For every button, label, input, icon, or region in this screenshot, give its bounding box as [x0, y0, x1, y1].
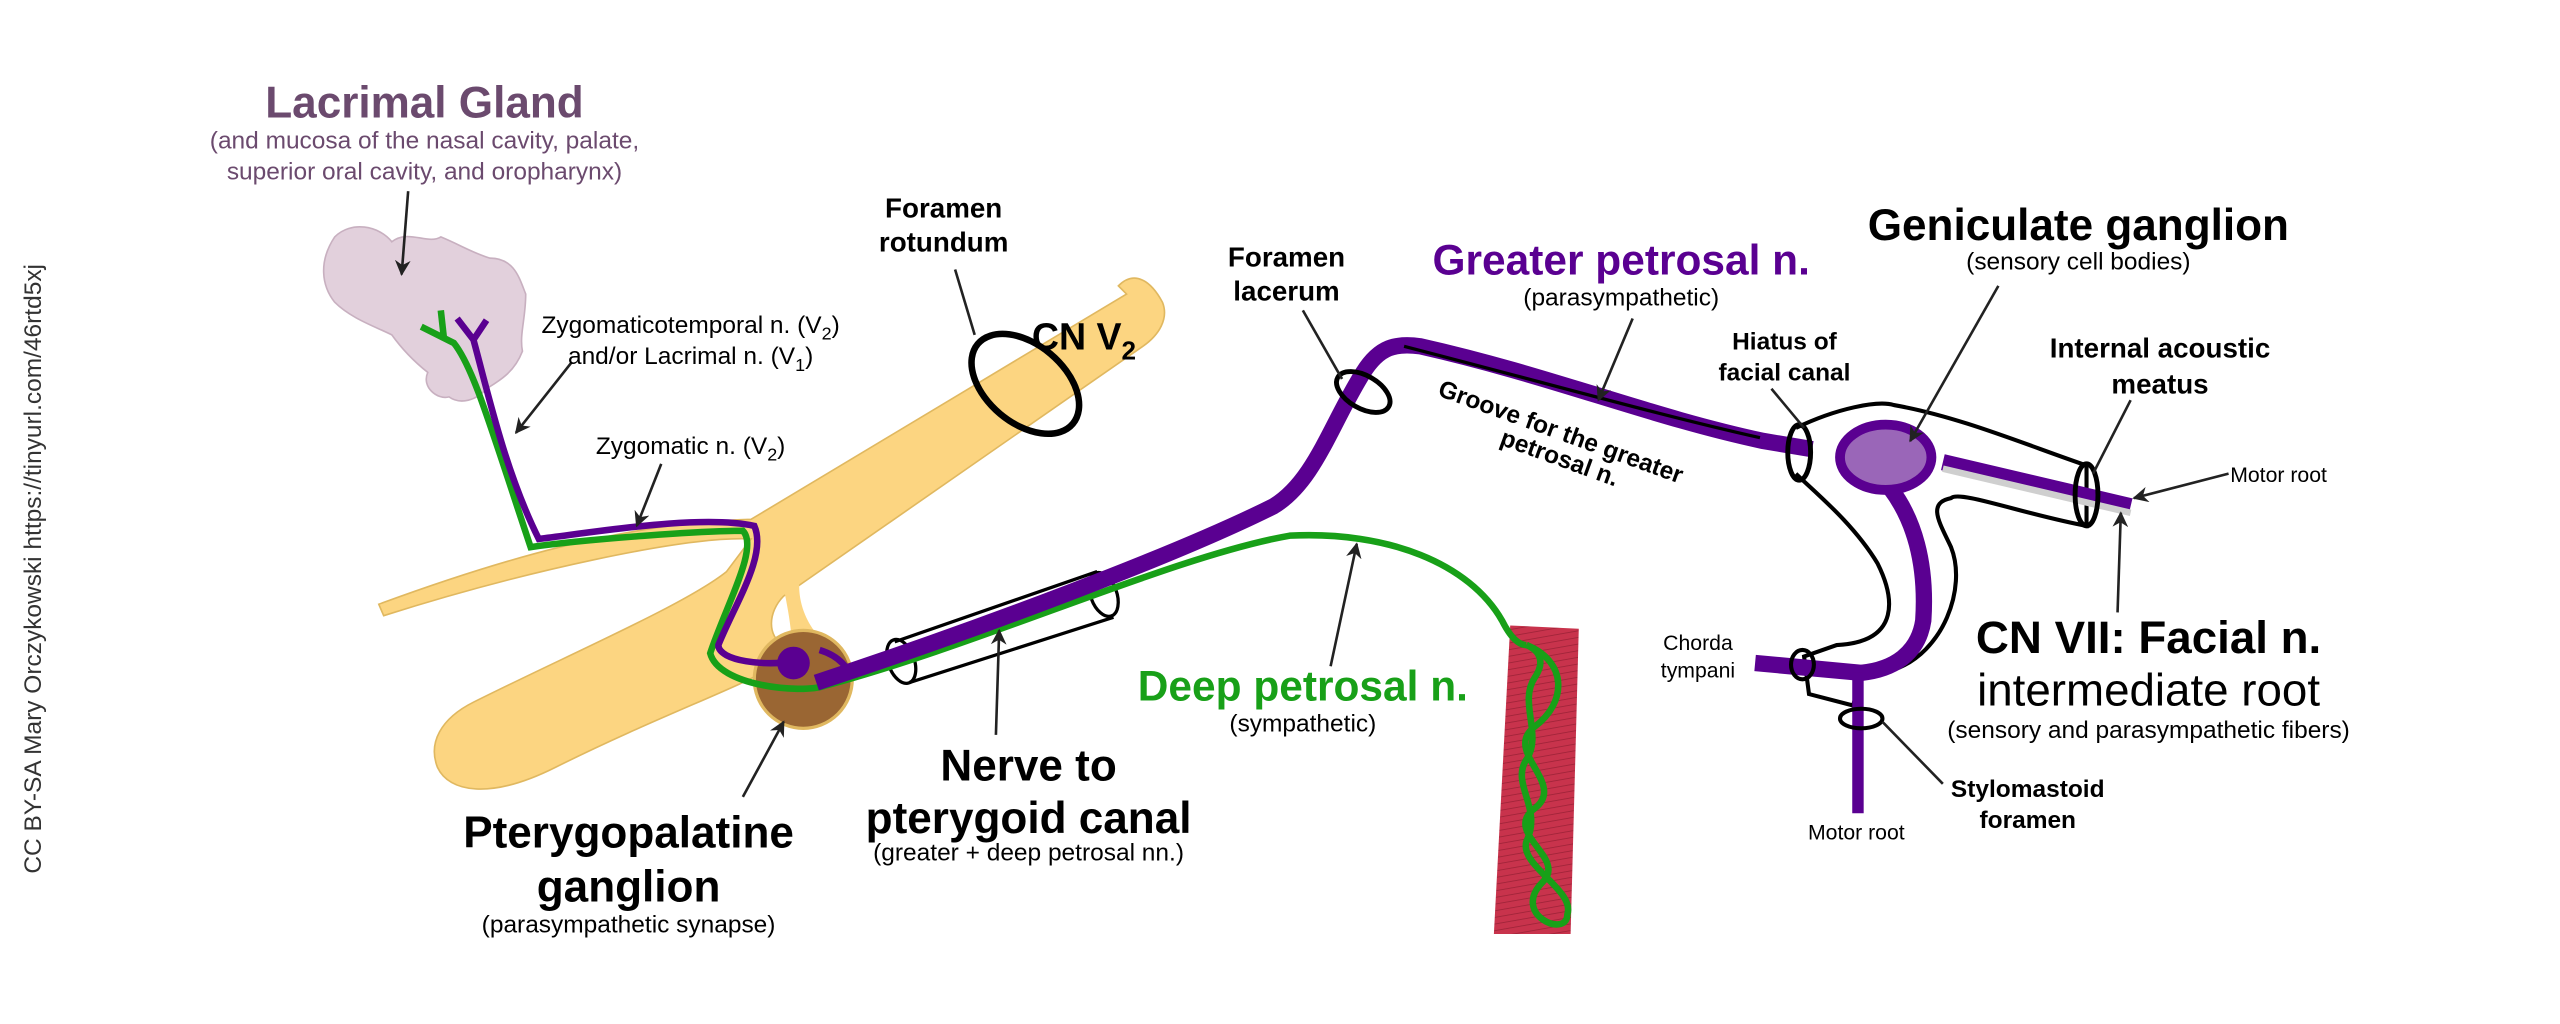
deep-petrosal-subtitle: (sympathetic): [1229, 711, 1376, 738]
geniculate-title: Geniculate ganglion: [1868, 201, 2289, 250]
stylomastoid-label-2: foramen: [1979, 807, 2076, 834]
pterygopalatine-label-1: Pterygopalatine: [463, 809, 794, 858]
greater-petrosal-title: Greater petrosal n.: [1433, 236, 1810, 283]
foramen-lacerum-ring: [1334, 369, 1393, 415]
zygomaticotemporal-label: Zygomaticotemporal n. (V2): [541, 312, 839, 344]
cn7-subtitle-1: intermediate root: [1977, 664, 2320, 715]
pterygopalatine-subtitle: (parasympathetic synapse): [482, 911, 776, 938]
stylomastoid-label-1: Stylomastoid: [1951, 776, 2105, 803]
pterygopalatine-label-2: ganglion: [537, 862, 721, 911]
motor-root-right-label: Motor root: [2230, 464, 2327, 487]
motor-root-bottom-label: Motor root: [1808, 821, 1905, 844]
zygomatic-nerve-label: Zygomatic n. (V2): [596, 433, 785, 465]
lacrimal-gland-subtitle-2: superior oral cavity, and oropharynx): [227, 159, 622, 186]
facial-canal-outline: [1794, 401, 2089, 708]
hiatus-label-2: facial canal: [1719, 360, 1851, 387]
lacrimal-gland-title: Lacrimal Gland: [265, 79, 583, 128]
iam-label-1: Internal acoustic: [2050, 333, 2271, 364]
pterygoid-canal-subtitle: (greater + deep petrosal nn.): [873, 840, 1184, 867]
chorda-label-2: tympani: [1661, 660, 1735, 683]
pterygoid-canal: [894, 570, 1114, 685]
maxillary-nerve-cn-v2: [377, 277, 1166, 790]
lacrimal-gland-subtitle-1: (and mucosa of the nasal cavity, palate,: [210, 128, 639, 155]
pterygoid-canal-label-1: Nerve to: [940, 742, 1116, 791]
hiatus-label-1: Hiatus of: [1732, 329, 1838, 356]
foramen-lacerum-label-1: Foramen: [1228, 241, 1345, 272]
stylomastoid-ring: [1837, 706, 1885, 731]
cn-v2-label: CN V2: [1032, 316, 1136, 366]
chorda-label-1: Chorda: [1663, 632, 1733, 655]
geniculate-ganglion: [1835, 419, 1937, 495]
foramen-rotundum-label-1: Foramen: [885, 192, 1002, 223]
internal-acoustic-meatus-ring: [2072, 461, 2101, 529]
cn7-subtitle-2: (sensory and parasympathetic fibers): [1947, 717, 2350, 744]
deep-petrosal-plexus: [1518, 641, 1572, 928]
greater-petrosal-nerve: [813, 337, 1814, 691]
ganglion-root-branch: [783, 574, 817, 641]
parasympathetic-fibers-path: [454, 316, 793, 667]
credit-text: CC BY-SA Mary Orczykowski https://tinyur…: [20, 264, 47, 874]
foramen-rotundum-label-2: rotundum: [879, 227, 1008, 258]
chorda-ring: [1788, 647, 1816, 682]
lacrimal-gland-shape: [322, 226, 527, 402]
sympathetic-fibers-path: [419, 323, 1527, 693]
pterygoid-canal-label-2: pterygoid canal: [866, 794, 1192, 843]
hiatus-ring: [1785, 422, 1814, 483]
cn7-title: CN VII: Facial n.: [1976, 612, 2321, 663]
lacrimal-nerve-label: and/or Lacrimal n. (V1): [568, 343, 813, 375]
foramen-rotundum-ring: [968, 330, 1083, 438]
facial-nerve-trunk: [1754, 467, 1933, 682]
geniculate-subtitle: (sensory cell bodies): [1966, 249, 2190, 276]
deep-petrosal-title: Deep petrosal n.: [1138, 663, 1468, 710]
iam-label-2: meatus: [2111, 369, 2208, 400]
foramen-lacerum-label-2: lacerum: [1233, 276, 1339, 307]
pointer-arrows: [394, 191, 2229, 798]
greater-petrosal-subtitle: (parasympathetic): [1523, 284, 1719, 311]
